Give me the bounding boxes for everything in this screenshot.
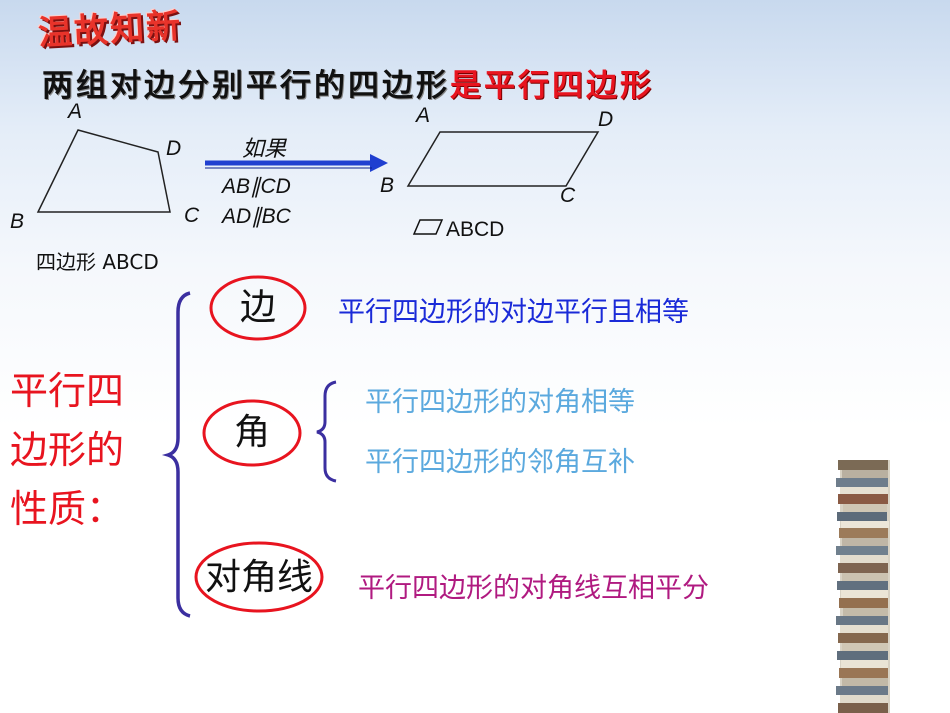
headline-condition: 两组对边分别平行的四边形 <box>42 68 450 104</box>
condition-ad-bc: AD∥BC <box>222 205 291 228</box>
properties-title: 平行四 边形的 性质： <box>10 362 140 539</box>
diagonal-key: 对角线 <box>204 557 313 598</box>
parallelogram-symbol-icon <box>412 219 444 235</box>
condition-ab-cd: AB∥CD <box>222 175 291 198</box>
side-key: 边 <box>239 287 276 328</box>
para-vertex-a: A <box>416 104 431 127</box>
diagonal-ellipse <box>194 541 324 613</box>
para-vertex-b: B <box>380 174 395 197</box>
angle-property-text-1: 平行四边形的对角相等 <box>365 387 635 418</box>
quad-vertex-b: B <box>10 210 25 233</box>
parallelogram-caption: ABCD <box>446 218 505 241</box>
angle-key: 角 <box>233 412 270 453</box>
para-vertex-c: C <box>560 184 576 207</box>
book-stack-icon <box>836 460 890 713</box>
para-vertex-d: D <box>598 108 614 131</box>
diagonal-property-text: 平行四边形的对角线互相平分 <box>358 573 709 604</box>
properties-title-line: 平行四 <box>10 369 125 413</box>
quad-vertex-a: A <box>68 100 83 123</box>
if-label: 如果 <box>242 137 287 162</box>
quad-caption: 四边形 ABCD <box>36 250 159 274</box>
main-brace <box>161 291 191 618</box>
side-property-text: 平行四边形的对边平行且相等 <box>338 297 689 328</box>
headline-conclusion: 是平行四边形 <box>450 68 654 104</box>
properties-title-line: 性质： <box>10 487 125 531</box>
quad-vertex-c: C <box>184 204 200 227</box>
quadrilateral-shape <box>36 129 171 213</box>
page-title: 两组对边分别平行的四边形是平行四边形 <box>42 60 654 105</box>
parallelogram-shape <box>406 131 600 187</box>
side-ellipse <box>209 275 307 341</box>
angle-ellipse <box>202 399 302 467</box>
angle-brace <box>316 380 337 483</box>
angle-property-text-2: 平行四边形的邻角互补 <box>365 447 635 478</box>
properties-title-line: 边形的 <box>10 428 125 472</box>
quad-vertex-d: D <box>166 137 182 160</box>
arrow-right-icon <box>205 154 388 172</box>
